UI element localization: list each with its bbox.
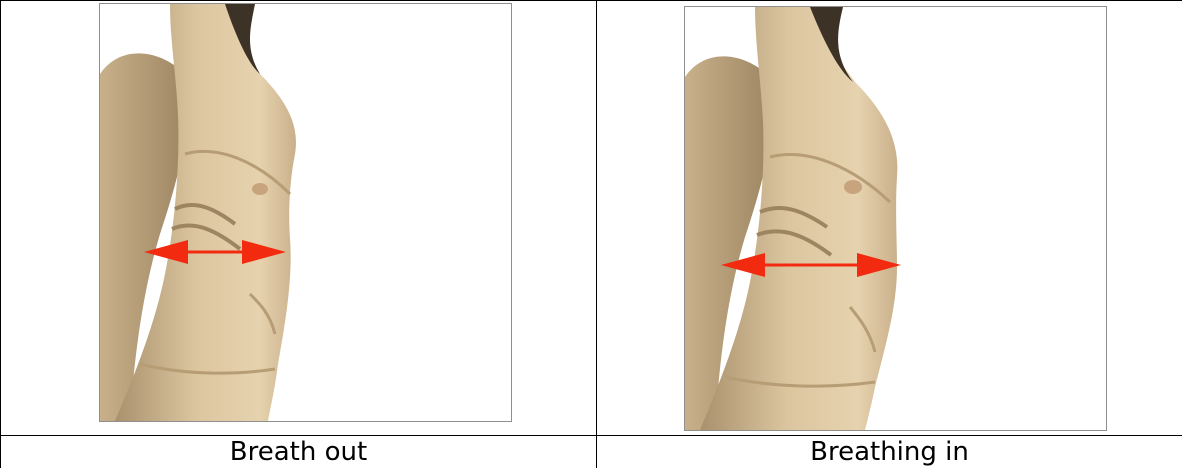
table-column-divider: [596, 0, 597, 468]
torso-image-breathing-in: [684, 6, 1107, 431]
torso-image-breath-out: [99, 3, 512, 422]
caption-breath-out: Breath out: [1, 437, 596, 468]
table-row-divider: [0, 435, 1182, 436]
table-border-left: [0, 0, 1, 468]
torso-illustration-breath-out: [100, 4, 511, 421]
caption-breathing-in: Breathing in: [597, 437, 1182, 468]
table-border-top: [0, 0, 1182, 1]
torso-illustration-breathing-in: [685, 7, 1106, 430]
